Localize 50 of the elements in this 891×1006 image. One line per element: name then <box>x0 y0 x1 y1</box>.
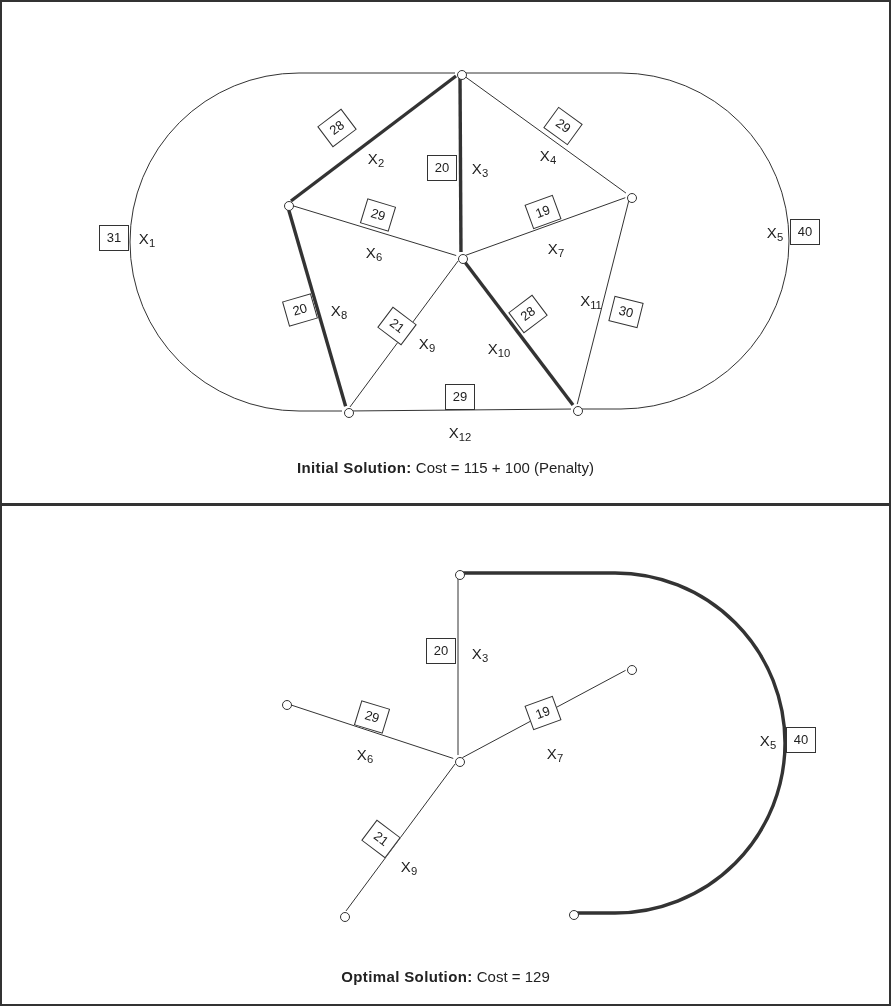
edge-label: X$_{7}$ <box>546 745 564 761</box>
edge-label: X$_{11}$ <box>580 292 602 308</box>
cost-box: 29 <box>543 106 583 146</box>
panel-caption: Initial Solution: Cost = 115 + 100 (Penalty) <box>295 458 595 478</box>
graph-edge <box>463 75 627 194</box>
cost-box: 20 <box>426 638 456 664</box>
cost-box: 40 <box>786 727 816 753</box>
cost-box: 21 <box>377 306 417 346</box>
edge-label: X$_{10}$ <box>487 340 511 356</box>
solution-panel <box>0 504 891 1006</box>
cost-box: 28 <box>508 294 548 334</box>
cost-box: 29 <box>359 198 397 232</box>
edge-label: X$_{3}$ <box>471 160 489 176</box>
graph-edge <box>289 74 458 203</box>
edge-label: X$_{9}$ <box>418 335 436 351</box>
edge-label: X$_{7}$ <box>547 240 565 256</box>
cost-box: 19 <box>524 695 562 731</box>
graph-edge <box>351 408 572 412</box>
graph-edge <box>458 78 463 252</box>
cost-box: 29 <box>353 700 391 734</box>
cost-box: 20 <box>427 155 457 181</box>
edge-label: X$_{6}$ <box>356 746 374 762</box>
edge-label: X$_{12}$ <box>448 424 472 440</box>
edge-label: X$_{5}$ <box>766 224 784 240</box>
edge-label: X$_{3}$ <box>471 645 489 661</box>
edge-label: X$_{8}$ <box>330 302 348 318</box>
graph-edge <box>457 577 459 756</box>
graph-edge <box>289 704 454 759</box>
edge-label: X$_{5}$ <box>759 732 777 748</box>
graph-edge <box>291 204 457 257</box>
graph-edge <box>576 200 630 405</box>
cost-box: 31 <box>99 225 129 251</box>
cost-box: 29 <box>445 384 475 410</box>
edge-label: X$_{4}$ <box>539 147 557 163</box>
cost-box: 20 <box>282 293 318 327</box>
cost-box: 28 <box>317 108 357 148</box>
graph-edge <box>465 197 626 256</box>
edge-label: X$_{1}$ <box>138 230 156 246</box>
edge-label: X$_{9}$ <box>400 858 418 874</box>
cost-box: 21 <box>361 819 401 859</box>
cost-box: 19 <box>524 194 562 230</box>
graph-edge <box>464 72 790 410</box>
panel-caption: Optimal Solution: Cost = 129 <box>340 967 551 987</box>
edge-label: X$_{6}$ <box>365 244 383 260</box>
graph-edge <box>286 208 348 407</box>
cost-box: 40 <box>790 219 820 245</box>
graph-edge <box>463 571 787 915</box>
edge-label: X$_{2}$ <box>367 150 385 166</box>
graph-edge <box>129 72 456 412</box>
cost-box: 30 <box>608 295 644 329</box>
